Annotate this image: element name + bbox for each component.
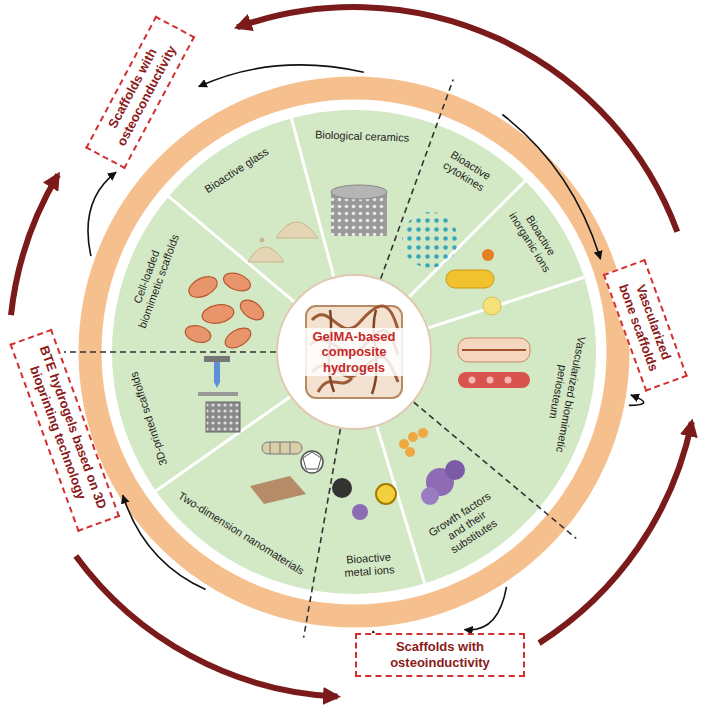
link-arrow <box>465 587 507 630</box>
cell-icons-part <box>201 302 236 325</box>
sector-separators-part <box>169 196 295 301</box>
sector-label: Two-dimension nanomaterials <box>175 489 306 578</box>
inorganic-ion-icon <box>446 249 501 315</box>
link-arrow <box>629 395 644 405</box>
group-dashed-lines <box>64 80 576 638</box>
cycle-arrow <box>76 556 338 697</box>
nanomaterial-icon <box>250 442 323 504</box>
periosteum-vessel-icon-part <box>469 377 476 384</box>
link-arrow <box>199 65 364 87</box>
node-text: GelMA-based composite hydrogels <box>285 328 423 377</box>
metal-ion-icon-part <box>352 504 368 520</box>
periosteum-vessel-icon-part <box>462 349 526 351</box>
growth-factor-icon-part <box>421 487 439 505</box>
outcome-box: Vascularized bone scaffolds <box>603 258 688 391</box>
node-text: Two-dimension nanomaterials <box>175 489 306 578</box>
cell-icons-part <box>222 324 254 352</box>
nanomaterial-icon-part <box>250 476 306 504</box>
metal-ion-icon-part <box>332 478 352 498</box>
cell-icons-part <box>183 323 212 345</box>
node-text: Vascularized biomimetic periosteum <box>538 322 591 464</box>
link-arrow <box>502 115 600 260</box>
sector-label: Bioactive cytokines <box>431 141 504 200</box>
sector-separators-part <box>156 397 290 491</box>
node-text: Scaffolds with osteoinductivity <box>364 639 516 672</box>
node-text: Biological ceramics <box>314 128 409 144</box>
inorganic-ion-icon-part <box>482 249 494 261</box>
cell-icons <box>183 270 267 352</box>
growth-factor-icon-part <box>445 460 465 480</box>
periosteum-vessel-icon-part <box>458 372 530 388</box>
growth-factor-icon-part <box>418 428 428 438</box>
metal-ion-icon-part <box>376 484 396 504</box>
printer-icon-part <box>206 402 240 432</box>
glass-powder-icon-part <box>276 222 318 238</box>
cell-icons-part <box>221 270 253 295</box>
printer-icon-part <box>198 392 238 396</box>
periosteum-vessel-icon-part <box>505 377 512 384</box>
sector-separators <box>156 118 584 583</box>
link-arrow <box>88 172 116 256</box>
node-text: Growth factors and their substitutes <box>423 488 512 565</box>
node-text: Bioactive inorganic ions <box>503 198 568 280</box>
sector-label: Bioactive glass <box>202 145 271 196</box>
group-dashed-lines-part <box>64 351 276 353</box>
sector-label: Growth factors and their substitutes <box>423 488 512 565</box>
center-disc <box>277 275 431 429</box>
node-text: Bioactive metal ions <box>333 550 405 581</box>
cycle-arrow <box>11 175 58 315</box>
glass-powder-icon-part <box>248 247 284 262</box>
ceramic-scaffold-icon <box>331 185 387 236</box>
sector-label: Biological ceramics <box>314 128 409 144</box>
growth-factor-icon-part <box>408 432 418 442</box>
glass-powder-icon-part <box>260 238 264 242</box>
printer-icon-part <box>214 382 220 388</box>
inorganic-ion-icon-part <box>483 297 501 315</box>
node-text: Cell-loaded biomimetic scaffolds <box>122 223 184 335</box>
cycle-arrow <box>237 7 677 232</box>
node-text: Bioactive glass <box>202 145 271 196</box>
sector-label: Bioactive inorganic ions <box>503 198 568 280</box>
cytokine-dots-icon-part <box>402 212 458 268</box>
printer-icon-part <box>214 362 220 382</box>
sector-label: Vascularized biomimetic periosteum <box>538 322 591 464</box>
cycle-arrow <box>539 422 692 643</box>
node-text: Scaffolds with osteoconductivity <box>95 26 186 158</box>
inorganic-ion-icon-part <box>446 270 494 288</box>
outcome-box: BTE hydrogels based on 3D bioprinting te… <box>10 328 120 531</box>
node-text: BTE hydrogels based on 3D bioprinting te… <box>19 339 112 521</box>
printer-icon-part <box>204 356 230 362</box>
nanomaterial-icon-part <box>270 442 290 454</box>
periosteum-vessel-icon-part <box>458 338 530 362</box>
ceramic-scaffold-icon-part <box>331 185 387 199</box>
nanomaterial-icon-part <box>301 451 323 473</box>
cell-icons-part <box>237 296 267 324</box>
cell-icons-part <box>186 273 221 302</box>
outcome-box: Scaffolds with osteoconductivity <box>85 15 195 168</box>
sector-label: 3D-printed scaffolds <box>127 370 170 467</box>
metal-ion-icon <box>332 478 396 520</box>
node-text: Bioactive cytokines <box>431 141 504 200</box>
periosteum-vessel-icon <box>458 338 530 388</box>
node-text: 3D-printed scaffolds <box>127 370 170 467</box>
center-circle: GelMA-based composite hydrogels <box>279 277 429 427</box>
growth-factor-icon-part <box>405 447 415 457</box>
growth-factor-icon-part <box>399 439 409 449</box>
outcome-box: Scaffolds with osteoinductivity <box>355 633 525 678</box>
printer-icon <box>198 356 240 432</box>
nanomaterial-icon-part <box>303 452 321 469</box>
nanomaterial-icon-part <box>262 442 302 454</box>
sector-label: Cell-loaded biomimetic scaffolds <box>122 223 184 335</box>
glass-powder-icon <box>248 222 318 262</box>
sector-label: Bioactive metal ions <box>333 550 405 581</box>
cytokine-dots-icon <box>402 212 458 268</box>
node-text: Vascularized bone scaffolds <box>611 269 678 381</box>
periosteum-vessel-icon-part <box>487 377 494 384</box>
growth-factor-icon <box>399 428 465 505</box>
orange-ring <box>90 88 618 616</box>
